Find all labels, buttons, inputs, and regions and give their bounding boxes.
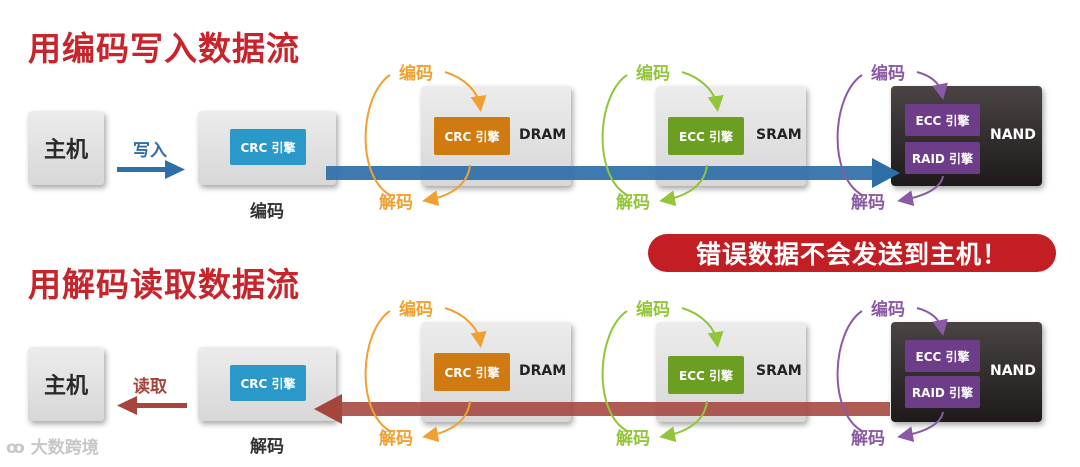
- write-nand-label: NAND: [990, 127, 1036, 143]
- read-dram-encode-label: 编码: [399, 300, 433, 320]
- write-host-box: 主机: [28, 111, 104, 185]
- read-nand-encode-label: 编码: [871, 300, 905, 320]
- write-sram-cycle: [601, 71, 724, 207]
- write-host-label: 主机: [43, 138, 88, 163]
- write-host-arrow: [117, 160, 185, 179]
- watermark: ꝏ 大数跨境: [6, 433, 99, 458]
- write-flow-title: 用编码写入数据流: [28, 29, 300, 68]
- write-sram-engine: ECC 引擎: [668, 117, 744, 155]
- write-nand-cycle: [836, 71, 948, 207]
- write-dram-engine: CRC 引擎: [434, 117, 510, 155]
- write-main-arrow: [326, 158, 900, 188]
- write-sram-label: SRAM: [756, 127, 802, 143]
- read-nand-cycle: [836, 307, 948, 443]
- error-banner: 错误数据不会发送到主机！: [648, 234, 1056, 272]
- read-dram-label: DRAM: [519, 363, 567, 379]
- read-host-label: 主机: [43, 374, 88, 399]
- read-host-box: 主机: [28, 347, 104, 421]
- write-sram-decode-label: 解码: [616, 193, 650, 213]
- write-dram-label: DRAM: [519, 127, 567, 143]
- write-dram-cycle: [364, 71, 487, 207]
- write-dram-decode-label: 解码: [379, 193, 413, 213]
- read-sram-label: SRAM: [756, 363, 802, 379]
- write-nand-encode-label: 编码: [871, 64, 905, 84]
- watermark-logo-icon: ꝏ: [6, 438, 31, 458]
- write-nand-ecc-engine: ECC 引擎: [905, 104, 980, 136]
- read-dram-engine: CRC 引擎: [434, 353, 510, 391]
- read-nand-ecc-engine: ECC 引擎: [905, 340, 980, 372]
- read-action-label: 读取: [133, 377, 167, 397]
- write-dram-encode-label: 编码: [399, 64, 433, 84]
- read-dram-decode-label: 解码: [379, 429, 413, 449]
- read-nand-label: NAND: [990, 363, 1036, 379]
- write-action-label: 写入: [133, 141, 167, 161]
- read-nand-decode-label: 解码: [851, 429, 885, 449]
- read-main-arrow: [314, 394, 890, 424]
- read-sram-engine: ECC 引擎: [668, 356, 744, 394]
- read-controller-engine: CRC 引擎: [230, 365, 306, 401]
- read-sram-encode-label: 编码: [636, 300, 670, 320]
- read-nand-raid-engine: RAID 引擎: [905, 376, 980, 408]
- read-controller-caption: 解码: [250, 437, 284, 457]
- write-nand-decode-label: 解码: [851, 193, 885, 213]
- write-controller-caption: 编码: [250, 202, 284, 222]
- read-host-arrow: [117, 396, 187, 415]
- read-sram-cycle: [601, 307, 724, 443]
- read-dram-cycle: [364, 307, 487, 443]
- read-sram-decode-label: 解码: [616, 429, 650, 449]
- write-sram-encode-label: 编码: [636, 64, 670, 84]
- write-nand-raid-engine: RAID 引擎: [905, 142, 980, 174]
- read-flow-title: 用解码读取数据流: [28, 265, 300, 304]
- write-controller-engine: CRC 引擎: [230, 129, 306, 165]
- watermark-text: 大数跨境: [30, 438, 99, 458]
